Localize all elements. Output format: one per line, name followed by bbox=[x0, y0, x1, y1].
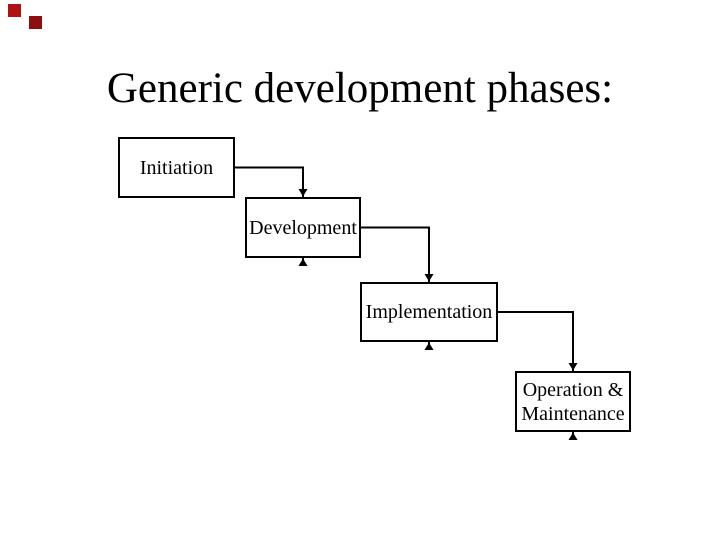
phase-box-development: Development bbox=[245, 197, 361, 258]
red-square-top bbox=[8, 4, 21, 17]
phase-box-label: Operation & bbox=[522, 378, 624, 401]
arrowhead-up-icon bbox=[298, 258, 308, 266]
connector-forward-initiation-to-development bbox=[235, 166, 304, 190]
phase-box-label: Implementation bbox=[365, 301, 493, 323]
red-square-bottom bbox=[29, 16, 42, 29]
arrowhead-up-icon bbox=[424, 342, 434, 350]
arrowhead-up-icon bbox=[568, 432, 578, 440]
phase-box-implementation: Implementation bbox=[360, 282, 498, 342]
connector-forward-development-to-implementation bbox=[361, 226, 430, 275]
slide-title: Generic development phases: bbox=[106, 65, 614, 112]
phase-box-initiation: Initiation bbox=[118, 137, 235, 198]
phase-box-label: Initiation bbox=[139, 156, 214, 179]
connector-forward-implementation-to-operation-maintenance bbox=[498, 311, 574, 364]
phase-box-operation-maintenance: Operation &Maintenance bbox=[515, 371, 631, 432]
phase-box-label: Maintenance bbox=[521, 402, 625, 425]
phase-box-label: Development bbox=[249, 216, 357, 239]
